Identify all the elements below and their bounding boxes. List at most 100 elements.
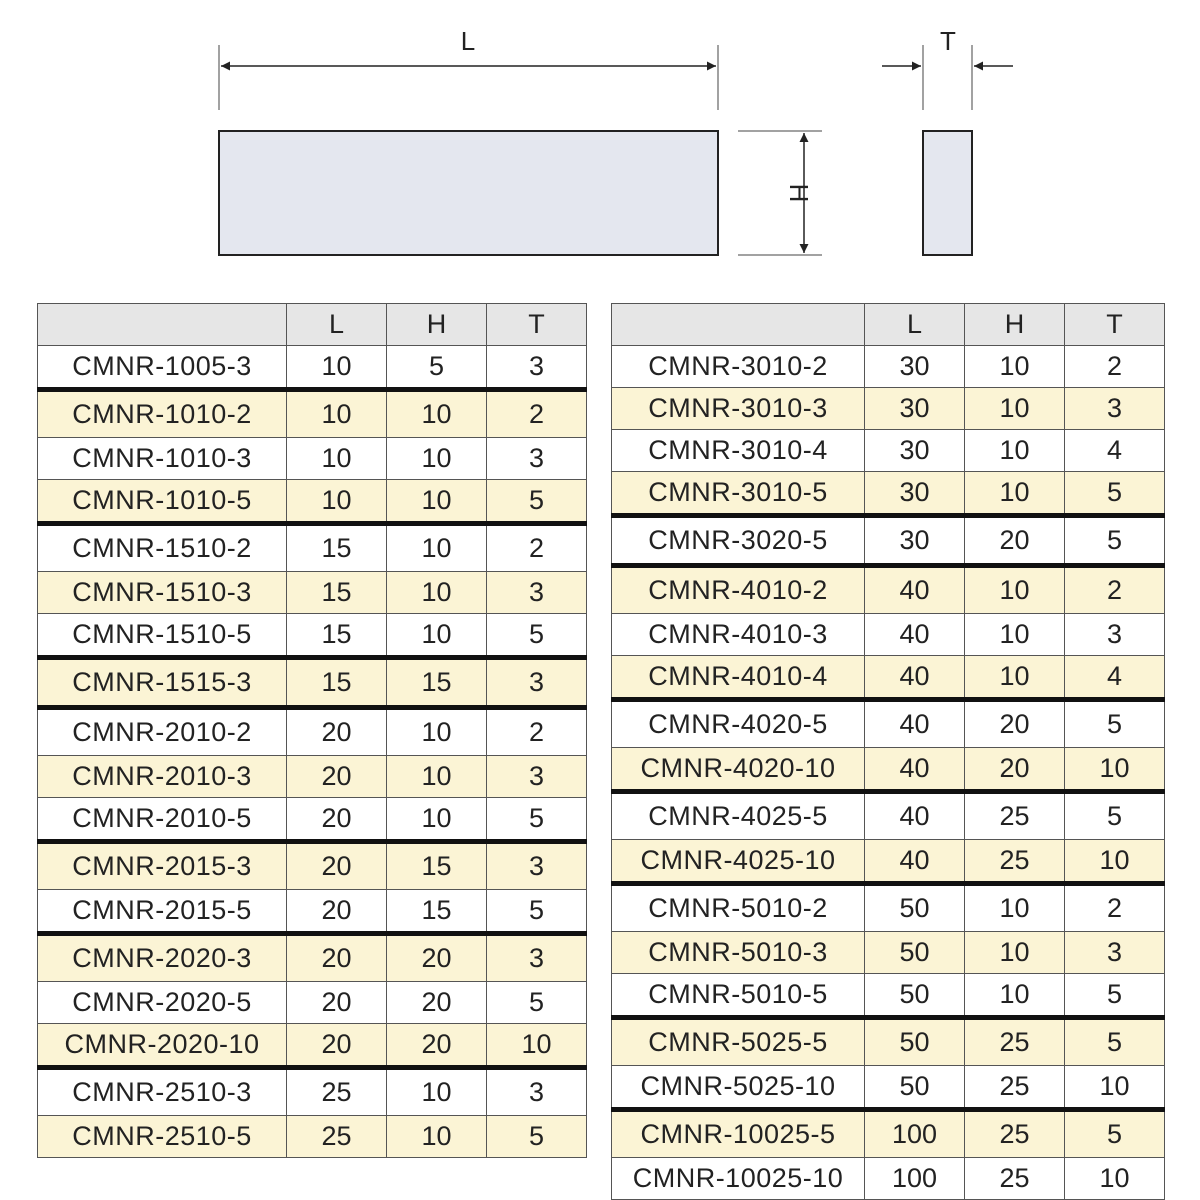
thickness-cell: 3 — [1064, 387, 1165, 430]
length-cell: 15 — [286, 571, 387, 614]
length-cell: 40 — [864, 613, 965, 656]
length-cell: 50 — [864, 1015, 965, 1066]
thickness-cell: 2 — [486, 705, 587, 756]
length-label: L — [461, 26, 475, 56]
thickness-cell: 5 — [486, 1115, 587, 1158]
height-label: H — [784, 184, 814, 203]
height-cell: 10 — [386, 521, 487, 572]
height-cell: 10 — [386, 571, 487, 614]
length-cell: 10 — [286, 437, 387, 480]
height-cell: 15 — [386, 655, 487, 708]
height-cell: 10 — [386, 479, 487, 524]
height-cell: 10 — [386, 387, 487, 438]
thickness-cell: 5 — [486, 479, 587, 524]
height-cell: 25 — [964, 1107, 1065, 1158]
height-cell: 10 — [964, 471, 1065, 516]
model-cell: CMNR-1515-3 — [37, 655, 287, 708]
model-cell: CMNR-1005-3 — [37, 345, 287, 390]
model-cell: CMNR-4020-5 — [611, 697, 865, 748]
thickness-cell: 2 — [486, 387, 587, 438]
length-cell: 20 — [286, 839, 387, 890]
thickness-cell: 5 — [486, 797, 587, 842]
height-cell: 10 — [964, 931, 1065, 974]
thickness-cell: 3 — [486, 655, 587, 708]
thickness-cell: 10 — [1064, 1157, 1165, 1200]
dimension-diagram: L H T — [218, 26, 1013, 256]
thickness-cell: 10 — [486, 1023, 587, 1068]
length-cell: 20 — [286, 705, 387, 756]
height-cell: 25 — [964, 1015, 1065, 1066]
table-header-row: L H T — [37, 303, 587, 346]
model-cell: CMNR-4010-3 — [611, 613, 865, 656]
model-cell: CMNR-10025-10 — [611, 1157, 865, 1200]
thickness-cell: 5 — [1064, 513, 1165, 566]
length-cell: 40 — [864, 563, 965, 614]
thickness-cell: 3 — [486, 839, 587, 890]
length-cell: 40 — [864, 789, 965, 840]
thickness-label: T — [940, 26, 956, 56]
model-cell: CMNR-10025-5 — [611, 1107, 865, 1158]
length-cell: 30 — [864, 429, 965, 472]
model-cell: CMNR-2010-3 — [37, 755, 287, 798]
length-cell: 10 — [286, 479, 387, 524]
thickness-cell: 2 — [1064, 563, 1165, 614]
height-cell: 10 — [964, 655, 1065, 700]
thickness-cell: 5 — [486, 613, 587, 658]
header-length: L — [864, 303, 965, 346]
length-cell: 20 — [286, 797, 387, 842]
header-thickness: T — [486, 303, 587, 346]
length-cell: 15 — [286, 613, 387, 658]
height-cell: 25 — [964, 1157, 1065, 1200]
model-cell: CMNR-3010-5 — [611, 471, 865, 516]
height-cell: 10 — [386, 1065, 487, 1116]
height-cell: 15 — [386, 839, 487, 890]
thickness-cell: 3 — [486, 571, 587, 614]
thickness-cell: 5 — [1064, 973, 1165, 1018]
thickness-cell: 3 — [486, 437, 587, 480]
length-cell: 30 — [864, 471, 965, 516]
thickness-cell: 5 — [486, 981, 587, 1024]
length-cell: 20 — [286, 889, 387, 934]
length-cell: 50 — [864, 881, 965, 932]
model-cell: CMNR-4010-2 — [611, 563, 865, 614]
model-cell: CMNR-2510-3 — [37, 1065, 287, 1116]
height-cell: 15 — [386, 889, 487, 934]
thickness-cell: 5 — [486, 889, 587, 934]
header-model — [611, 303, 865, 346]
length-cell: 20 — [286, 755, 387, 798]
model-cell: CMNR-3010-3 — [611, 387, 865, 430]
height-cell: 25 — [964, 839, 1065, 884]
height-cell: 20 — [964, 747, 1065, 792]
length-cell: 30 — [864, 345, 965, 388]
height-cell: 10 — [964, 613, 1065, 656]
model-cell: CMNR-1510-2 — [37, 521, 287, 572]
model-cell: CMNR-4025-10 — [611, 839, 865, 884]
height-cell: 10 — [386, 797, 487, 842]
thickness-cell: 5 — [1064, 1015, 1165, 1066]
thickness-cell: 3 — [486, 1065, 587, 1116]
thickness-cell: 10 — [1064, 747, 1165, 792]
model-cell: CMNR-4025-5 — [611, 789, 865, 840]
length-cell: 15 — [286, 655, 387, 708]
